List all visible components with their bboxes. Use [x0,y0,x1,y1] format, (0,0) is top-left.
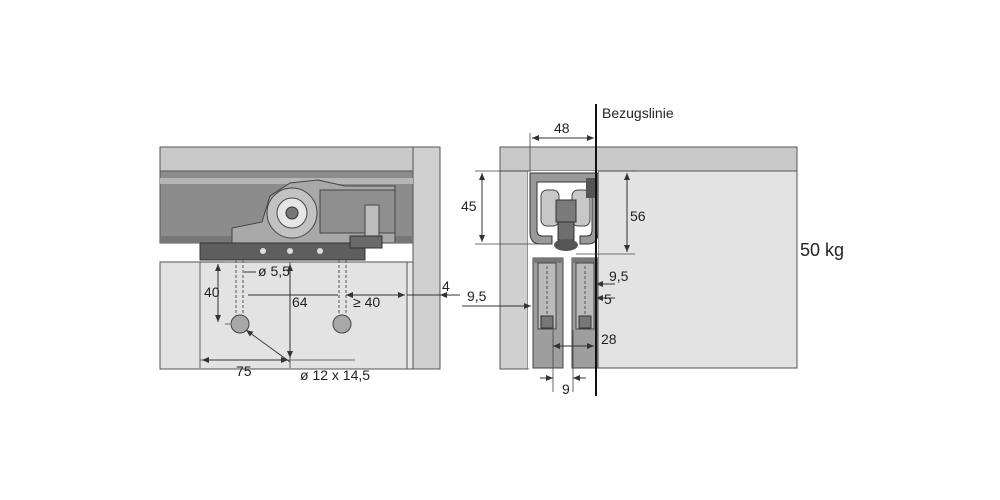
weight-label: 50 kg [800,240,844,260]
dim-label-12x14-5: ø 12 x 14,5 [300,367,370,383]
dim-label-5: 5 [604,291,612,307]
dim-label-64: 64 [292,294,308,310]
dim-label-ge-40: ≥ 40 [353,294,380,310]
dim-label-48: 48 [554,120,570,136]
dim-label-40: 40 [204,284,220,300]
door-panel-right [597,170,798,369]
roller-carriage [199,179,396,261]
dim-label-9: 9 [562,381,570,397]
reference-line-label: Bezugslinie [602,105,674,121]
ceiling-band-left [159,146,414,172]
ceiling-band-right [499,146,798,172]
wall-panel-left [412,146,441,370]
side-view: 40 ø 5,5 64 ≥ 40 4 75 ø 12 x 14,5 [159,146,460,383]
drill-hole-left [230,314,250,334]
dim-label-56: 56 [630,208,646,224]
cross-section-view: Bezugslinie 48 45 56 9,5 9,5 5 28 9 50 k… [461,104,844,397]
dim-label-75: 75 [236,363,252,379]
dim-label-4: 4 [442,278,450,294]
dim-label-9-5-right: 9,5 [609,268,629,284]
door-panel-left [159,261,408,370]
wall-panel-right [499,170,529,370]
dim-label-45: 45 [461,198,477,214]
wall-panel-inner [406,261,414,370]
dim-label-9-5-left: 9,5 [467,288,487,304]
dim-label-28: 28 [601,331,617,347]
mounting-plate [199,242,366,261]
track-rail-highlight [160,178,413,184]
dim-label-5-5: ø 5,5 [258,263,290,279]
drill-hole-right [332,314,352,334]
